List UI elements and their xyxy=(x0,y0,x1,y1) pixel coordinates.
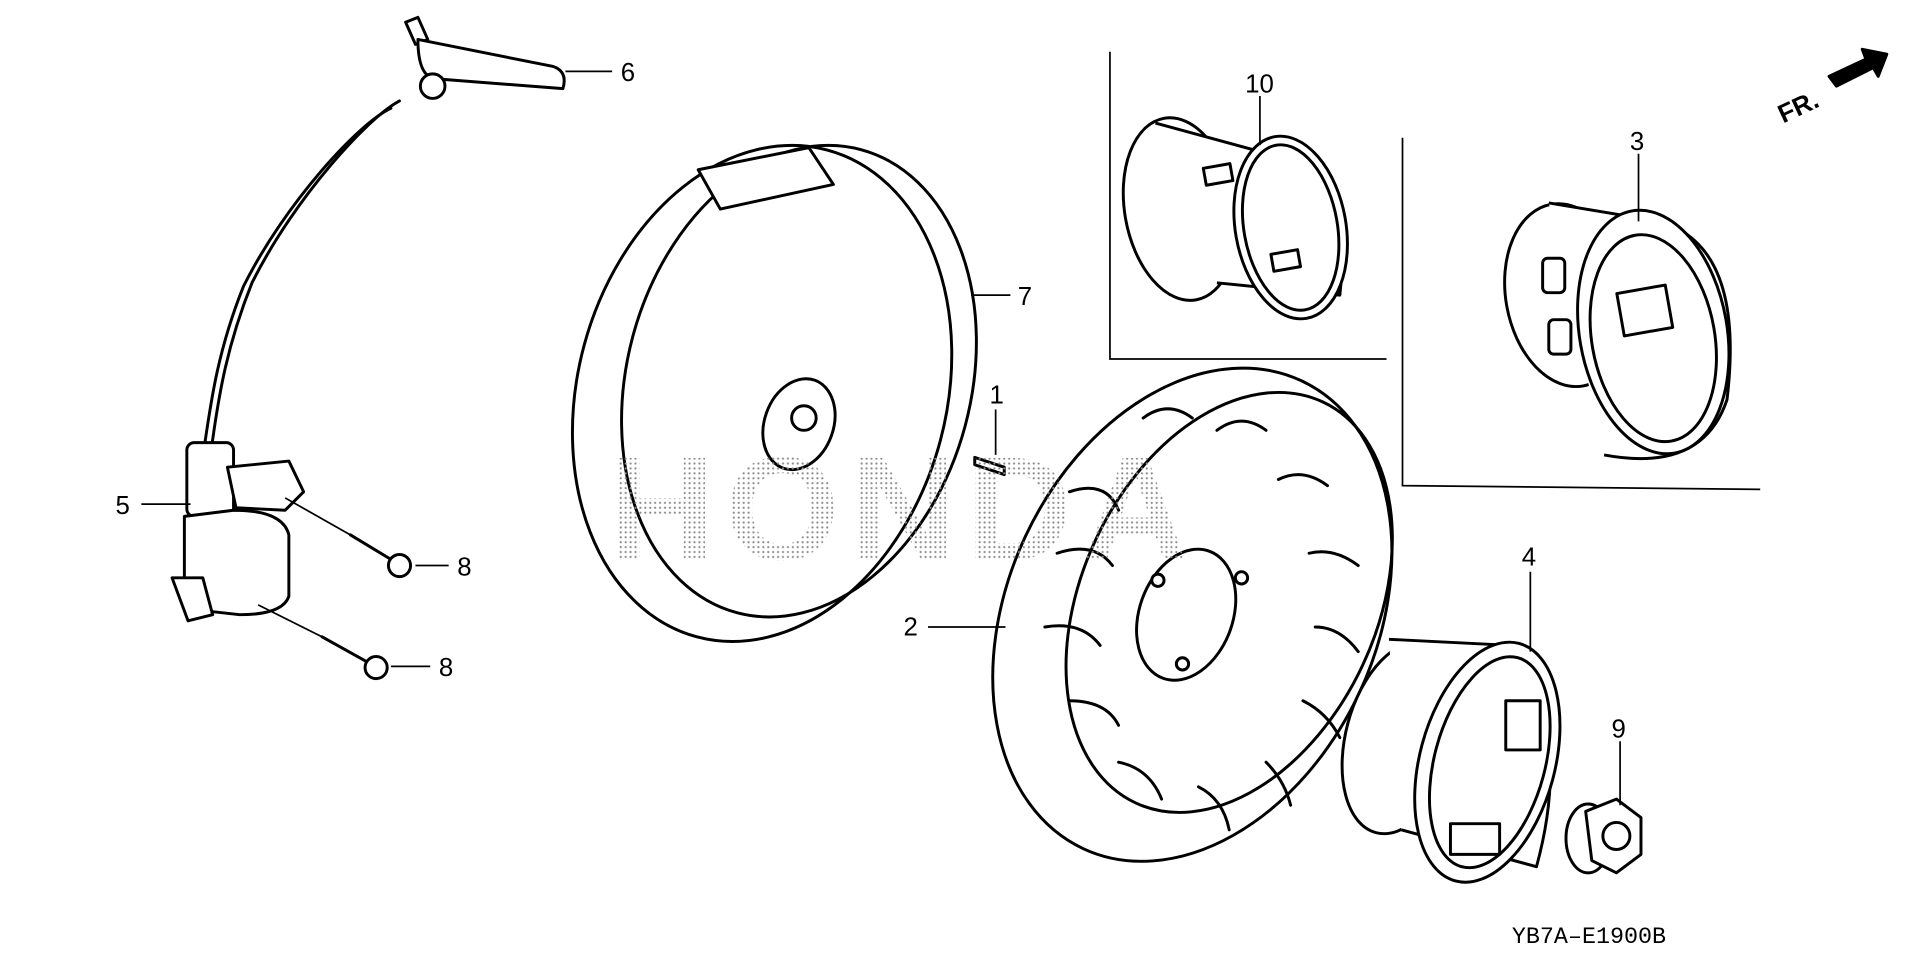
part-6-spark-plug-cap xyxy=(202,15,566,451)
part-1-woodruff-key xyxy=(973,455,1006,477)
part-9-flange-nut xyxy=(1564,797,1643,875)
callout-3: 3 xyxy=(1630,128,1644,156)
callout-9: 9 xyxy=(1611,716,1625,744)
callout-5: 5 xyxy=(116,492,130,520)
part-8-bolt-upper xyxy=(284,497,413,579)
front-direction-arrow: FR. xyxy=(1774,47,1889,129)
callout-8-upper: 8 xyxy=(457,553,471,581)
callout-7: 7 xyxy=(1018,283,1032,311)
callout-6: 6 xyxy=(621,59,635,87)
direction-label: FR. xyxy=(1774,86,1824,129)
inset-box-3 xyxy=(1401,137,1761,491)
callout-4: 4 xyxy=(1522,544,1536,572)
inset-box-10 xyxy=(1109,51,1387,360)
part-10-starter-pulley xyxy=(1121,116,1349,321)
callout-10: 10 xyxy=(1245,70,1274,98)
part-4-starter-pulley-cup xyxy=(1340,637,1562,884)
callout-8-lower: 8 xyxy=(439,654,453,682)
part-3-fan-cover-cup xyxy=(1503,201,1732,460)
part-2-flywheel xyxy=(991,366,1394,863)
callout-2: 2 xyxy=(903,614,917,642)
part-7-flywheel-cover xyxy=(570,143,978,643)
callout-1: 1 xyxy=(990,381,1004,409)
part-5-ignition-coil xyxy=(170,441,306,623)
part-8-bolt-lower xyxy=(257,604,389,681)
diagram-code: YB7A–E1900B xyxy=(1512,925,1666,951)
leader-lines xyxy=(141,70,1640,806)
